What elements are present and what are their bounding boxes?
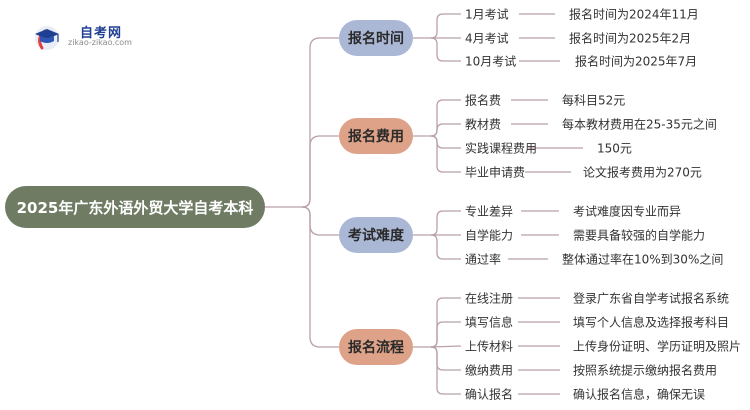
leaf-value: 上传身份证明、学历证明及照片 — [573, 339, 742, 354]
leaf-value: 考试难度因专业而异 — [573, 204, 682, 219]
leaf-value: 确认报名信息，确保无误 — [573, 387, 706, 402]
leaf-connector — [430, 345, 462, 348]
site-logo[interactable]: 自考网 zikao-zikao.com — [30, 20, 170, 54]
leaf-value: 150元 — [597, 141, 632, 156]
leaf-value: 登录广东省自学考试报名系统 — [573, 291, 730, 306]
leaf-label: 缴纳费用 — [465, 363, 514, 378]
leaf-connector — [430, 346, 461, 371]
leaf-connector — [430, 321, 461, 348]
leaf-value: 需要具备较强的自学能力 — [573, 228, 706, 243]
logo-url: zikao-zikao.com — [68, 38, 132, 47]
leaf-connector — [430, 210, 461, 236]
leaf-label: 通过率 — [465, 252, 502, 267]
branch-registration-process: 报名流程 — [339, 329, 413, 365]
branch-connector — [301, 37, 339, 208]
branch-exam-difficulty: 考试难度 — [339, 217, 413, 253]
leaf-value: 报名时间为2025年2月 — [569, 31, 692, 46]
leaf-label: 确认报名 — [465, 387, 514, 402]
root-node: 2025年广东外语外贸大学自考本科 — [5, 186, 265, 228]
leaf-connector — [430, 99, 461, 137]
leaf-label: 填写信息 — [465, 315, 514, 330]
branch-registration-time: 报名时间 — [339, 20, 413, 56]
leaf-label: 1月考试 — [465, 7, 509, 22]
leaf-value: 每本教材费用在25-35元之间 — [562, 117, 717, 132]
leaf-label: 专业差异 — [465, 204, 514, 219]
leaf-value: 论文报考费用为270元 — [583, 165, 702, 180]
leaf-connector — [430, 37, 461, 62]
leaf-connector — [430, 346, 461, 395]
leaf-connector — [430, 13, 461, 39]
leaf-label: 自学能力 — [465, 228, 514, 243]
branch-connector — [301, 206, 339, 236]
leaf-connector — [430, 123, 461, 137]
branch-registration-fees: 报名费用 — [339, 118, 413, 154]
leaf-value: 填写个人信息及选择报考科目 — [573, 315, 730, 330]
leaf-label: 4月考试 — [465, 31, 509, 46]
leaf-value: 按照系统提示缴纳报名费用 — [573, 363, 718, 378]
leaf-connector — [430, 135, 461, 173]
leaf-label: 教材费 — [465, 117, 502, 132]
leaf-label: 实践课程费用 — [465, 141, 538, 156]
leaf-label: 报名费 — [465, 93, 502, 108]
leaf-label: 毕业申请费 — [465, 165, 526, 180]
leaf-label: 10月考试 — [465, 54, 517, 69]
branch-connector — [301, 135, 339, 208]
graduation-cap-icon — [35, 26, 59, 50]
leaf-connector — [430, 234, 461, 260]
logo-title: 自考网 — [80, 26, 123, 41]
leaf-value: 报名时间为2025年7月 — [575, 54, 698, 69]
leaf-label: 上传材料 — [465, 339, 514, 354]
leaf-value: 每科目52元 — [562, 93, 626, 108]
leaf-label: 在线注册 — [465, 291, 514, 306]
leaf-value: 报名时间为2024年11月 — [569, 7, 699, 22]
branch-connector — [301, 206, 339, 348]
leaf-value: 整体通过率在10%到30%之间 — [562, 252, 724, 267]
